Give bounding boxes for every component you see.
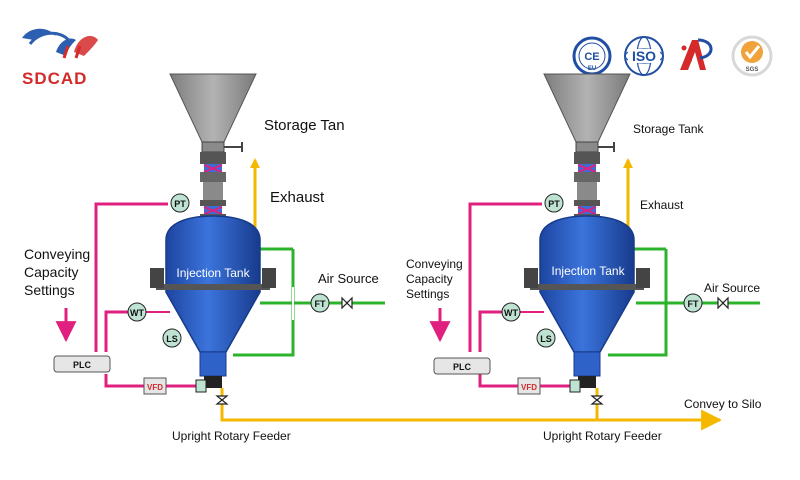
- valve-stack: [200, 152, 226, 222]
- svg-text:WT: WT: [130, 308, 144, 318]
- certification-badges: CE EU ISO AP SGS: [572, 35, 773, 77]
- svg-text:PT: PT: [174, 199, 186, 209]
- svg-text:VFD: VFD: [521, 383, 537, 392]
- svg-text:SGS: SGS: [746, 67, 759, 73]
- settings-label: Conveying Capacity Settings: [406, 257, 463, 301]
- svg-text:PLC: PLC: [73, 360, 92, 370]
- storage-tank-label: Storage Tan: [264, 117, 345, 134]
- svg-text:EU: EU: [588, 66, 596, 72]
- ls-instrument: LS: [162, 328, 182, 348]
- feeder-assembly: [195, 379, 229, 405]
- air-valve: [717, 296, 729, 310]
- feeder-label: Upright Rotary Feeder: [543, 429, 662, 443]
- sgs-icon: SGS: [731, 35, 773, 77]
- storage-tank-label: Storage Tank: [633, 122, 704, 136]
- brand-name: SDCAD: [22, 69, 87, 88]
- svg-text:Capacity: Capacity: [406, 272, 453, 286]
- system-2: Injection Tank PT WT LS FT PLC VFD: [406, 73, 760, 443]
- storage-hopper: [543, 73, 631, 153]
- svg-text:Settings: Settings: [24, 282, 75, 298]
- ap-logo-icon: AP: [680, 38, 713, 70]
- svg-text:LS: LS: [166, 334, 178, 344]
- vfd-box: VFD: [143, 377, 167, 395]
- air-valve: [341, 296, 353, 310]
- tank-label: Injection Tank: [551, 264, 625, 278]
- valve-stack: [574, 152, 600, 222]
- svg-text:FT: FT: [688, 299, 699, 309]
- ls-instrument: LS: [536, 328, 556, 348]
- exhaust-label: Exhaust: [640, 198, 684, 212]
- svg-text:Conveying: Conveying: [406, 257, 463, 271]
- svg-text:WT: WT: [504, 308, 518, 318]
- iso-icon: ISO: [624, 36, 664, 76]
- svg-text:FT: FT: [315, 299, 326, 309]
- exhaust-arrow: [623, 158, 633, 168]
- tank-label: Injection Tank: [176, 266, 250, 280]
- feeder-assembly: [569, 379, 604, 405]
- exhaust-label: Exhaust: [270, 189, 325, 206]
- plc-box: PLC: [53, 355, 111, 373]
- svg-text:LS: LS: [540, 334, 552, 344]
- svg-text:Conveying: Conveying: [24, 246, 90, 262]
- injection-tank: Injection Tank: [150, 215, 276, 388]
- svg-text:ISO: ISO: [632, 48, 656, 64]
- svg-text:VFD: VFD: [147, 383, 163, 392]
- settings-label: Conveying Capacity Settings: [24, 246, 90, 298]
- exhaust-arrow: [250, 158, 260, 168]
- svg-text:CE: CE: [584, 51, 599, 63]
- pt-instrument: PT: [170, 193, 190, 213]
- svg-text:PT: PT: [548, 199, 560, 209]
- ft-instrument: FT: [683, 293, 703, 313]
- storage-hopper: [169, 73, 257, 153]
- brand-logo: SDCAD: [22, 28, 98, 88]
- air-source-label: Air Source: [704, 281, 760, 295]
- convey-main-line: Convey to Silo: [220, 388, 762, 431]
- injection-tank: Injection Tank: [524, 215, 650, 388]
- system-1: Injection Tank PT WT LS FT PLC: [24, 73, 385, 443]
- wt-instrument: WT: [501, 302, 521, 322]
- svg-text:PLC: PLC: [453, 362, 472, 372]
- svg-text:Settings: Settings: [406, 287, 449, 301]
- wt-instrument: WT: [127, 302, 147, 322]
- plc-box: PLC: [433, 357, 491, 375]
- vfd-box: VFD: [517, 377, 541, 395]
- air-source-label: Air Source: [318, 271, 379, 286]
- convey-to-silo-label: Convey to Silo: [684, 397, 762, 411]
- pt-instrument: PT: [544, 193, 564, 213]
- ft-instrument: FT: [310, 293, 330, 313]
- svg-text:Capacity: Capacity: [24, 264, 78, 280]
- ce-eu-icon: CE EU: [572, 36, 612, 76]
- feeder-label: Upright Rotary Feeder: [172, 429, 291, 443]
